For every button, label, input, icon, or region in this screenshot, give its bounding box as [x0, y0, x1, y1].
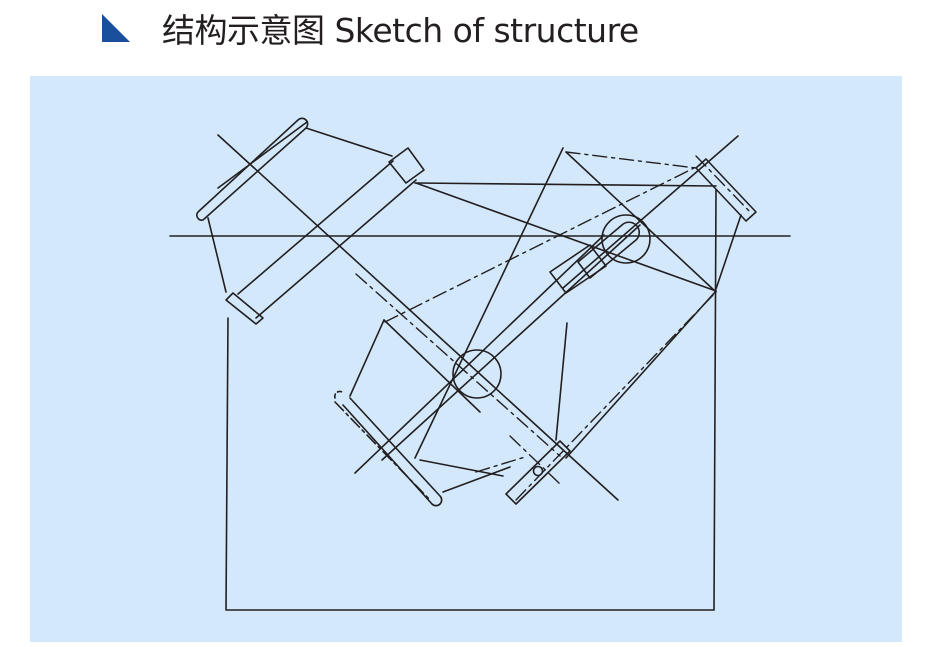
- diagram-background: [30, 76, 902, 642]
- section-title: 结构示意图 Sketch of structure: [162, 11, 639, 50]
- flange-centerline: [695, 155, 753, 215]
- section-heading: 结构示意图 Sketch of structure: [100, 6, 639, 50]
- left-cylinder-arm: [196, 117, 717, 501]
- top-hidden-edge: [565, 151, 697, 169]
- lower-outlet-cylinder: [333, 390, 443, 507]
- right-arm-centerline: [384, 164, 701, 323]
- drive-shaft: [452, 214, 651, 399]
- structure-sketch: [30, 76, 902, 642]
- triangle-marker-icon: [102, 14, 130, 42]
- outlet-hidden-edge: [475, 456, 526, 473]
- v-body-lines: [349, 147, 717, 493]
- base-frame: [225, 182, 717, 611]
- lower-flange-centerline: [509, 435, 561, 485]
- right-arm-hidden-edge: [515, 291, 717, 501]
- lower-arm-hidden-edge: [355, 273, 561, 457]
- structure-diagram-panel: [30, 76, 902, 642]
